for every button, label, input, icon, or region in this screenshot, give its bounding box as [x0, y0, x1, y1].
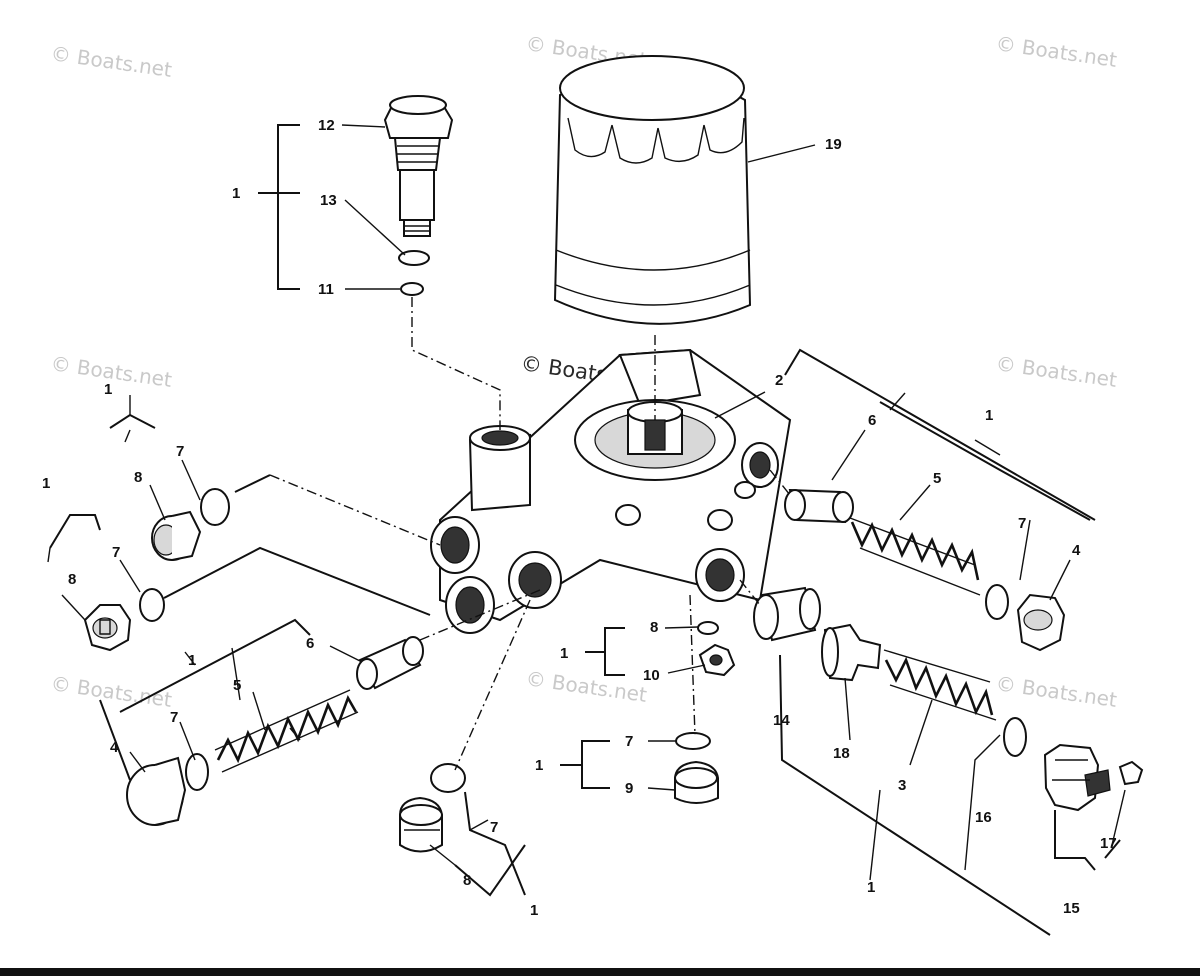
callout-12: 12	[318, 117, 335, 134]
spring-part-5-right[interactable]	[849, 517, 981, 596]
o-ring-part-7-lower-left[interactable]	[185, 753, 209, 791]
callout-9: 9	[625, 780, 633, 797]
callout-7-bottom: 7	[490, 819, 498, 836]
callout-7-left-middle: 7	[112, 544, 120, 561]
adapter-bolt-part-12[interactable]	[383, 95, 454, 237]
callout-8-left-middle: 8	[68, 571, 76, 588]
piston-part-6-right[interactable]	[784, 488, 854, 524]
watermark-mid-right: © Boats.net	[994, 351, 1118, 392]
watermark-low-right: © Boats.net	[994, 671, 1118, 712]
o-ring-part-7-center[interactable]	[675, 732, 711, 750]
callout-1-right-lower: 1	[867, 879, 875, 896]
o-ring-part-13[interactable]	[398, 250, 430, 266]
callout-1-left-lower: 1	[188, 652, 196, 669]
callout-10: 10	[643, 667, 660, 684]
callout-1-bottom: 1	[530, 902, 538, 919]
callout-2: 2	[775, 372, 783, 389]
o-ring-part-7-middle[interactable]	[139, 588, 165, 622]
callout-5-right: 5	[933, 470, 941, 487]
callout-1-right-upper: 1	[985, 407, 993, 424]
callout-7-left-upper: 7	[176, 443, 184, 460]
leader-lines	[47, 124, 1126, 936]
spring-part-5-left[interactable]	[214, 689, 359, 773]
callout-1-bolt-assembly: 1	[232, 185, 240, 202]
piston-part-6-left[interactable]	[356, 636, 424, 690]
o-ring-part-7-bottom[interactable]	[430, 763, 466, 793]
plug-part-9[interactable]	[674, 760, 719, 804]
callout-4-left: 4	[110, 739, 119, 756]
o-ring-part-8-center[interactable]	[697, 621, 719, 635]
callout-8-bottom: 8	[463, 872, 471, 889]
cap-part-17[interactable]	[1118, 760, 1144, 786]
plug-part-8-bottom[interactable]	[399, 796, 443, 853]
o-ring-part-7-upper[interactable]	[200, 488, 230, 526]
spring-part-3[interactable]	[883, 649, 997, 721]
bottom-border-rule	[0, 968, 1200, 976]
plug-part-8-upper[interactable]	[151, 510, 202, 561]
callout-labels: 12 1 13 11 19 2 1 6 5 7 4 1 7 8 1 7 8 6 …	[42, 117, 1117, 919]
relief-valve-part-15[interactable]	[1043, 743, 1111, 812]
valve-part-18[interactable]	[821, 623, 882, 682]
o-ring-part-11[interactable]	[400, 282, 424, 296]
callout-7-center: 7	[625, 733, 633, 750]
callout-14: 14	[773, 712, 790, 729]
watermark-top-left: © Boats.net	[49, 41, 173, 82]
callout-18: 18	[833, 745, 850, 762]
plug-part-8-middle[interactable]	[83, 604, 132, 652]
fitting-part-10[interactable]	[698, 643, 736, 677]
o-ring-part-16[interactable]	[1003, 717, 1027, 757]
cap-part-4-left[interactable]	[126, 756, 187, 826]
oil-filter-part-19[interactable]	[553, 55, 752, 325]
callout-15: 15	[1063, 900, 1080, 917]
callout-8-left-upper: 8	[134, 469, 142, 486]
callout-13: 13	[320, 192, 337, 209]
callout-11: 11	[318, 281, 334, 298]
watermark-top-right: © Boats.net	[994, 31, 1118, 72]
callout-16: 16	[975, 809, 992, 826]
callout-7-left-lower: 7	[170, 709, 178, 726]
callout-5-left: 5	[233, 677, 241, 694]
callout-1-left-middle: 1	[42, 475, 50, 492]
callout-1-left-upper: 1	[104, 381, 112, 398]
callout-17: 17	[1100, 835, 1117, 852]
cap-part-4-right[interactable]	[1016, 593, 1066, 652]
callout-1-center-lower: 1	[535, 757, 543, 774]
callout-4-right: 4	[1072, 542, 1081, 559]
filter-housing-part-2[interactable]	[430, 348, 792, 634]
valve-sleeve-part-14[interactable]	[753, 586, 821, 642]
callout-3: 3	[898, 777, 906, 794]
callout-19: 19	[825, 136, 842, 153]
callout-1-center-upper: 1	[560, 645, 568, 662]
callout-6-left: 6	[306, 635, 314, 652]
watermark-low-center: © Boats.net	[524, 666, 648, 707]
callout-6-right: 6	[868, 412, 876, 429]
callout-7-right: 7	[1018, 515, 1026, 532]
callout-8-center: 8	[650, 619, 658, 636]
watermark-low-left: © Boats.net	[49, 671, 173, 712]
o-ring-part-7-right[interactable]	[985, 584, 1009, 620]
